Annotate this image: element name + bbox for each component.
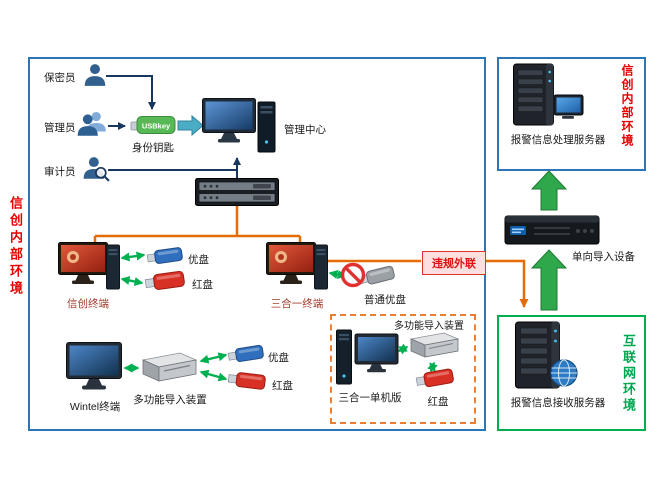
one-way-import-device-label: 单向导入设备 — [572, 251, 635, 263]
multi-import-device-label-1: 多功能导入装置 — [133, 394, 207, 406]
oneway-to-processor-arrow — [530, 170, 568, 211]
reddisk-label-1: 红盘 — [192, 279, 213, 291]
xinchuang-udisk-arrow — [120, 251, 146, 262]
normal-udisk-label: 普通优盘 — [364, 294, 406, 306]
role-admin-label: 管理员 — [44, 122, 76, 134]
three-in-one-standalone-label: 三合一单机版 — [338, 392, 402, 404]
xinchuang-terminal-label: 信创终端 — [67, 298, 109, 310]
internal-zone-left — [28, 57, 486, 431]
reddisk-label-2: 红盘 — [272, 380, 293, 392]
prohibition-icon — [340, 262, 366, 288]
receiver-to-oneway-arrow — [530, 249, 568, 311]
three-in-one-standalone-icon — [336, 328, 400, 386]
identity-key-label: 身份钥匙 — [132, 142, 174, 154]
usbkey-icon: USBkey — [130, 114, 176, 136]
secrecy-to-usbkey-arrow — [106, 75, 156, 110]
internet-zone-label: 互联网环境 — [621, 334, 636, 414]
wintel-terminal-label: Wintel终端 — [69, 401, 121, 413]
internet-zone-bottom-right — [497, 315, 646, 431]
xinchuang-terminal-icon — [58, 242, 120, 292]
usbkey-text: USBkey — [142, 122, 171, 131]
violation-badge: 违规外联 — [422, 251, 486, 275]
alarm-processing-server-label: 报警信息处理服务器 — [510, 134, 606, 146]
alarm-processing-server-icon — [512, 63, 584, 129]
reddisk-icon-2 — [227, 370, 267, 392]
role-auditor-label: 审计员 — [44, 166, 76, 178]
udisk-label-2: 优盘 — [268, 352, 289, 364]
three-in-one-terminal-label: 三合一终端 — [270, 298, 324, 310]
alarm-receiving-server-label: 报警信息接收服务器 — [510, 397, 606, 409]
administrator-icon — [76, 110, 108, 138]
internal-zone-left-label: 信创内部环境 — [8, 196, 23, 298]
management-center-label: 管理中心 — [284, 124, 326, 136]
one-way-import-device-icon — [504, 212, 600, 248]
multi-import-device-icon-2 — [408, 330, 460, 360]
standalone-device-arrow — [397, 343, 409, 355]
multi-import-device-label-2: 多功能导入装置 — [394, 321, 464, 332]
device-reddisk-arrow — [199, 369, 228, 382]
internal-zone-top-right — [497, 57, 646, 171]
three-in-one-terminal-icon — [266, 242, 328, 292]
reddisk-label-3: 红盘 — [427, 396, 449, 408]
management-center-icon — [202, 98, 276, 154]
udisk-icon-2 — [227, 343, 265, 364]
role-secrecy-label: 保密员 — [44, 72, 76, 84]
violation-to-receiver-line — [484, 259, 529, 308]
alarm-receiving-server-icon — [514, 321, 580, 391]
globe-icon — [550, 359, 578, 387]
usbkey-to-center-arrow — [177, 114, 204, 137]
auditor-icon — [82, 155, 110, 183]
internal-zone-top-right-label: 信创内部环境 — [620, 64, 634, 148]
udisk-icon-1 — [146, 246, 184, 267]
wintel-terminal-icon — [66, 342, 124, 394]
xinchuang-reddisk-arrow — [120, 276, 144, 286]
center-rack-icon — [195, 178, 279, 206]
standalone-reddisk-arrow — [427, 361, 438, 373]
multi-import-device-icon-1 — [140, 350, 198, 384]
udisk-label-1: 优盘 — [188, 254, 209, 266]
standalone-dashed-zone — [330, 314, 476, 424]
reddisk-icon-1 — [144, 269, 186, 292]
secrecy-officer-icon — [82, 62, 108, 88]
device-udisk-arrow — [199, 352, 228, 364]
